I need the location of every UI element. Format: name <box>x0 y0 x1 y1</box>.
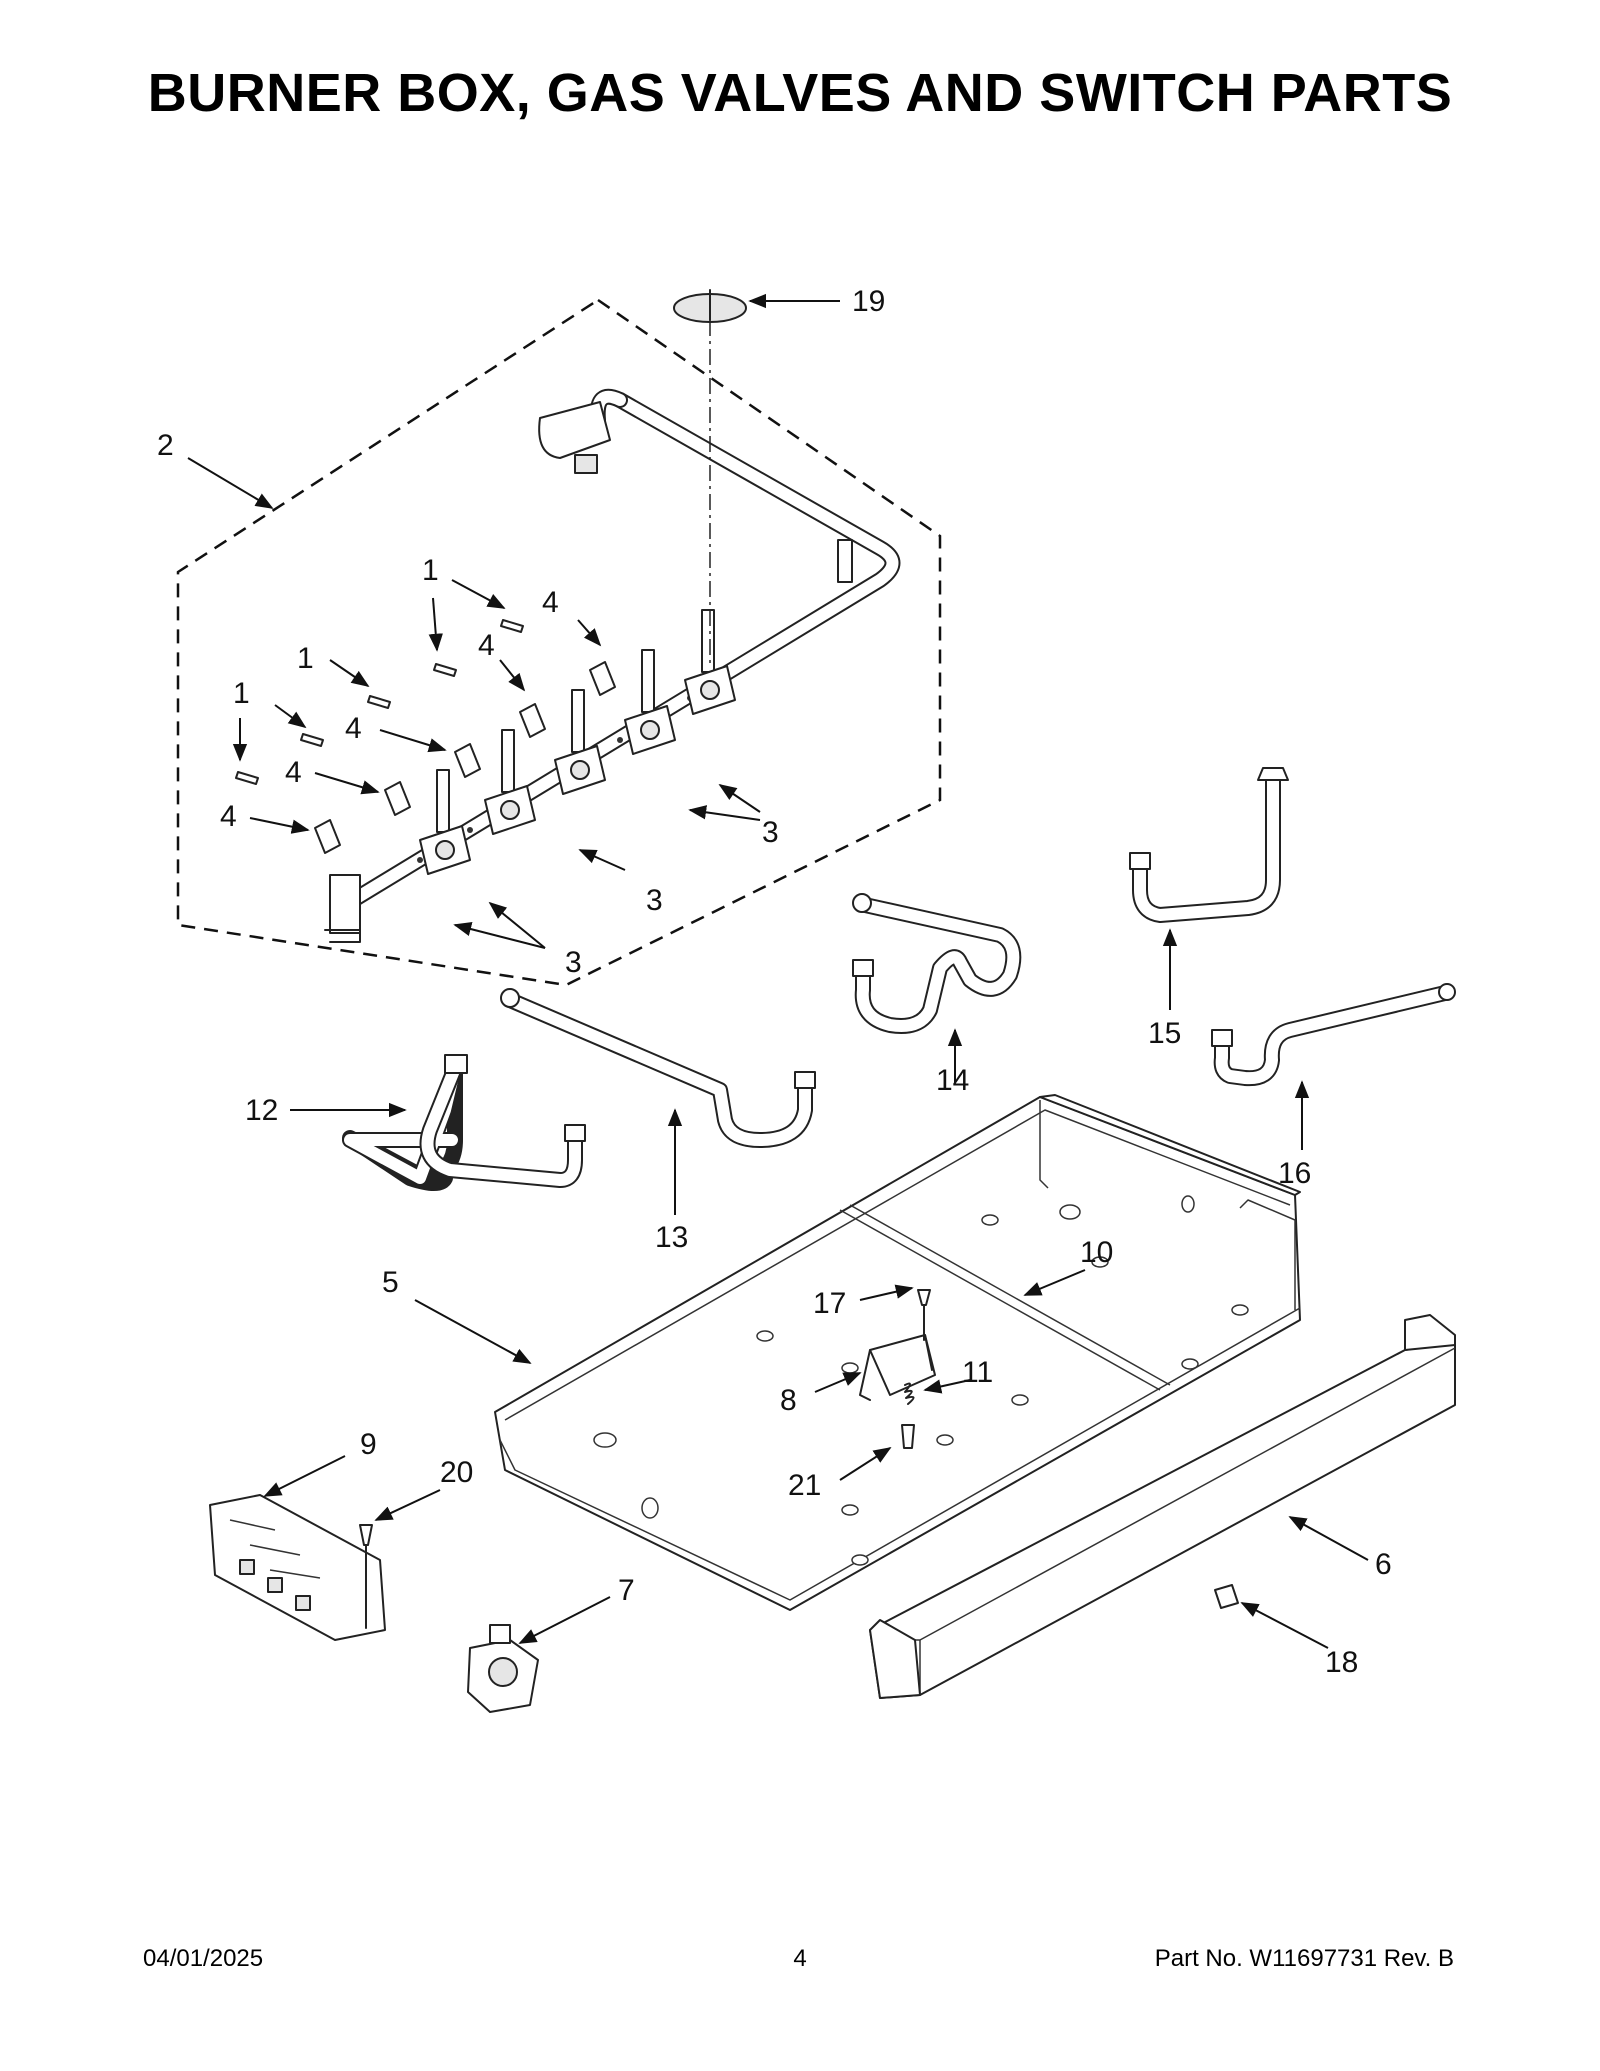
callout-4: 4 <box>285 756 302 789</box>
callout-2: 2 <box>157 429 174 462</box>
callout-19: 19 <box>852 285 885 318</box>
callout-5: 5 <box>382 1266 399 1299</box>
callout-3: 3 <box>762 816 779 849</box>
burner-cap <box>673 289 747 665</box>
callout-6: 6 <box>1375 1548 1392 1581</box>
ignitor-bracket <box>859 1289 936 1449</box>
callout-15: 15 <box>1148 1017 1181 1050</box>
callout-21: 21 <box>788 1469 821 1502</box>
callout-3: 3 <box>565 946 582 979</box>
page-title: BURNER BOX, GAS VALVES AND SWITCH PARTS <box>147 63 1453 123</box>
callout-10: 10 <box>1080 1236 1113 1269</box>
callout-13: 13 <box>655 1221 688 1254</box>
gas-tube-15 <box>1129 767 1289 923</box>
callout-8: 8 <box>780 1384 797 1417</box>
gas-tube-14 <box>852 893 1022 1034</box>
valve-clips <box>314 661 616 854</box>
callout-4: 4 <box>345 712 362 745</box>
pressure-regulator <box>467 1624 539 1713</box>
manifold-assembly-outline <box>176 298 942 987</box>
manifold-pipe <box>324 388 901 943</box>
screw-18 <box>1214 1584 1239 1609</box>
footer-date: 04/01/2025 <box>143 1945 264 1972</box>
callout-20: 20 <box>440 1456 473 1489</box>
gas-tube-13 <box>500 988 816 1148</box>
callout-14: 14 <box>936 1064 969 1097</box>
callout-12: 12 <box>245 1094 278 1127</box>
callout-17: 17 <box>813 1287 846 1320</box>
callout-4: 4 <box>220 800 237 833</box>
screws <box>235 619 524 785</box>
footer-part-number: Part No. W11697731 Rev. B <box>1154 1945 1454 1972</box>
callout-4: 4 <box>478 629 495 662</box>
footer-page-number: 4 <box>793 1945 807 1972</box>
callout-1: 1 <box>297 642 314 675</box>
gas-valves <box>419 609 736 875</box>
callout-4: 4 <box>542 586 559 619</box>
gas-tube-12 <box>342 1054 586 1191</box>
front-panel <box>869 1314 1456 1699</box>
callout-1: 1 <box>233 677 250 710</box>
callout-1: 1 <box>422 554 439 587</box>
callout-7: 7 <box>618 1574 635 1607</box>
switch-assembly <box>209 1494 386 1641</box>
callout-9: 9 <box>360 1428 377 1461</box>
callout-leaders <box>187 293 1369 1649</box>
callout-11: 11 <box>962 1356 993 1389</box>
callout-16: 16 <box>1278 1157 1311 1190</box>
callout-3: 3 <box>646 884 663 917</box>
callout-labels: 1 1 1 1 2 3 3 3 4 4 4 4 4 4 5 6 7 8 9 10… <box>157 285 1392 1679</box>
gas-tube-16 <box>1211 983 1456 1087</box>
callout-18: 18 <box>1325 1646 1358 1679</box>
